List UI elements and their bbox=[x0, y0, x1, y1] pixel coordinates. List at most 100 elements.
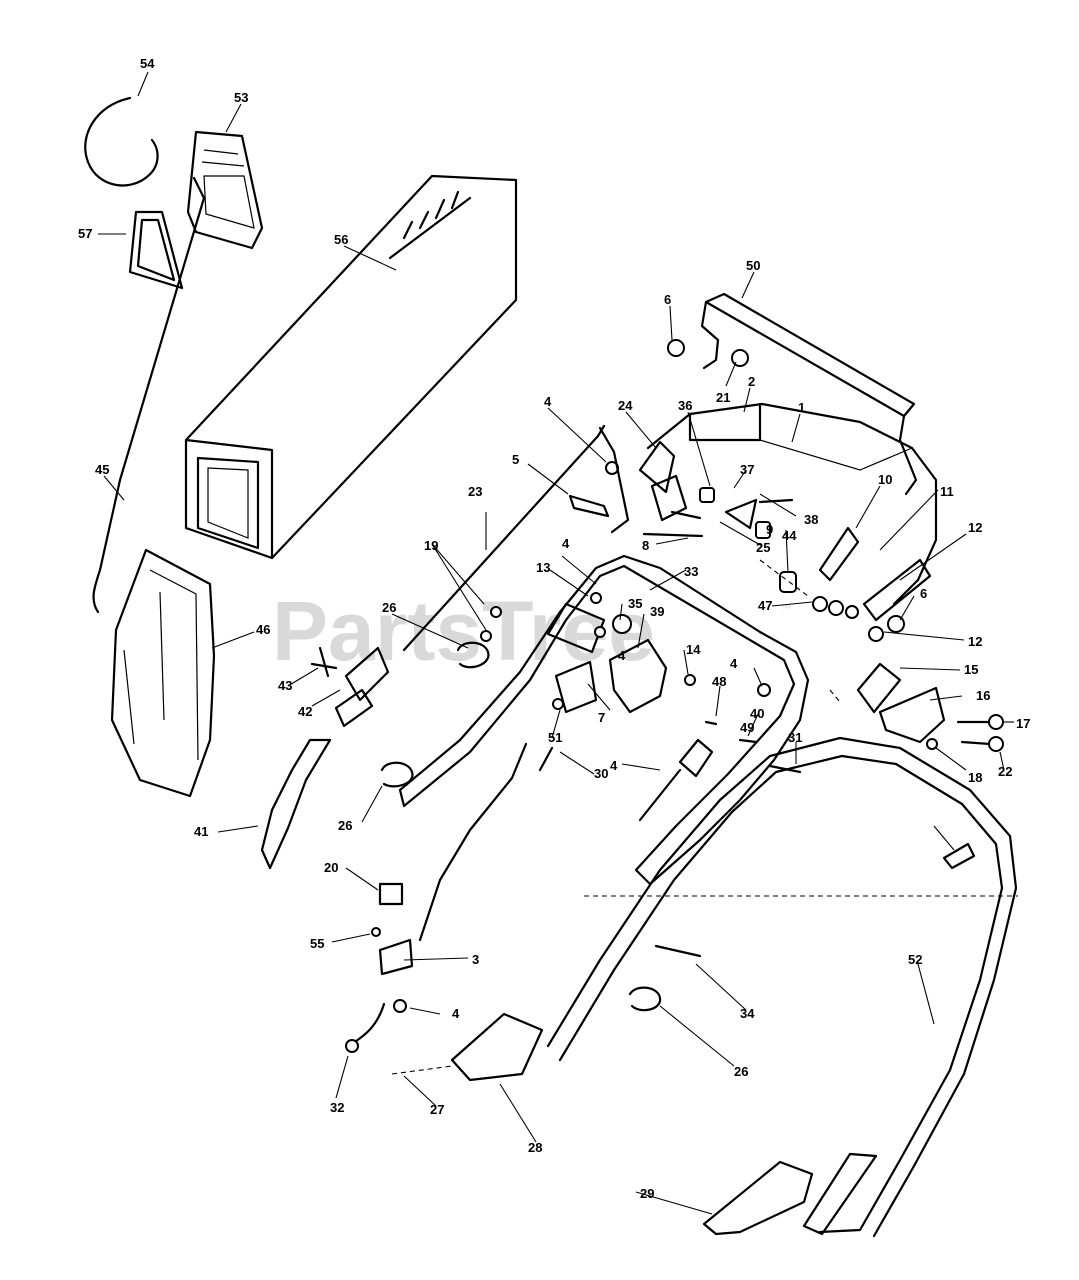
callout-4-b: 4 bbox=[562, 536, 570, 551]
callout-41: 41 bbox=[194, 824, 208, 839]
part-51-pin bbox=[704, 720, 718, 726]
callout-25: 25 bbox=[756, 540, 770, 555]
callout-54: 54 bbox=[140, 56, 155, 71]
callout-47: 14 bbox=[686, 642, 701, 657]
callout-28: 29 bbox=[640, 1186, 654, 1201]
callout-19-b: 26 bbox=[338, 818, 352, 833]
callout-42: 42 bbox=[298, 704, 312, 719]
part-52-clip bbox=[942, 842, 976, 870]
callout-15: 16 bbox=[976, 688, 990, 703]
callout-4-f: 4 bbox=[452, 1006, 460, 1021]
callout-56: 56 bbox=[334, 232, 348, 247]
part-46-deflector-chute bbox=[110, 548, 216, 798]
callout-37: 37 bbox=[740, 462, 754, 477]
callout-6-right: 6 bbox=[920, 586, 927, 601]
callout-29: 34 bbox=[740, 1006, 755, 1021]
callout-35: 39 bbox=[650, 604, 664, 619]
hardware-cluster-center bbox=[480, 592, 771, 714]
callout-4-e: 4 bbox=[610, 758, 618, 773]
callout-3: 32 bbox=[330, 1100, 344, 1115]
callout-43: 43 bbox=[278, 678, 292, 693]
part-19-clip-b bbox=[380, 761, 414, 788]
callout-17: 18 bbox=[968, 770, 982, 785]
callout-23: 19 bbox=[424, 538, 438, 553]
callout-34: 52 bbox=[908, 952, 922, 967]
callout-1: 1 bbox=[798, 400, 805, 415]
watermark-trademark: ™ bbox=[780, 603, 791, 615]
hardware-cluster-handle-pivot bbox=[856, 662, 1004, 752]
callout-44: 23 bbox=[468, 484, 482, 499]
part-54-retaining-ring bbox=[84, 96, 159, 187]
part-28-bracket bbox=[702, 1160, 814, 1236]
part-50-control-bar bbox=[700, 292, 918, 496]
callout-32: 27 bbox=[430, 1102, 444, 1117]
callout-6-mid: 9 bbox=[766, 522, 773, 537]
callout-2: 2 bbox=[748, 374, 755, 389]
leader-lines bbox=[98, 71, 1014, 1215]
callout-36: 36 bbox=[678, 398, 692, 413]
callout-53: 53 bbox=[234, 90, 248, 105]
callout-40: 49 bbox=[740, 720, 754, 735]
callout-11: 11 bbox=[940, 484, 954, 499]
part-53-bag-frame-bracket bbox=[186, 130, 264, 250]
callout-14: 15 bbox=[964, 662, 978, 677]
hardware-cluster-upper bbox=[568, 426, 794, 538]
part-48-lever bbox=[638, 738, 714, 822]
callout-50: 50 bbox=[746, 258, 760, 273]
callout-6-top: 6 bbox=[664, 292, 671, 307]
part-6-nut-top bbox=[667, 339, 685, 357]
hardware-cluster-right bbox=[755, 521, 932, 642]
part-29-bolt bbox=[654, 944, 702, 958]
watermark: PartsTree ™ bbox=[272, 584, 791, 678]
callout-20: 55 bbox=[310, 936, 324, 951]
callout-45: 45 bbox=[95, 462, 109, 477]
callout-26: 13 bbox=[536, 560, 550, 575]
callout-31: 30 bbox=[594, 766, 608, 781]
callout-46: 46 bbox=[256, 622, 270, 637]
callout-39: 33 bbox=[684, 564, 698, 579]
part-30-31-cable-switch bbox=[345, 742, 554, 1053]
callout-27: 28 bbox=[528, 1140, 542, 1155]
callout-30: 20 bbox=[324, 860, 338, 875]
callout-9: 44 bbox=[782, 528, 797, 543]
callout-8: 8 bbox=[642, 538, 649, 553]
callout-16: 17 bbox=[1016, 716, 1030, 731]
callout-labels: 54 53 57 56 45 46 43 42 41 50 6 21 2 1 4… bbox=[78, 56, 1030, 1201]
part-27-plate bbox=[450, 1012, 544, 1082]
callout-13: 35 bbox=[628, 596, 642, 611]
part-21-washer bbox=[731, 349, 749, 367]
callout-7: 51 bbox=[548, 730, 562, 745]
part-19-clip-a bbox=[456, 641, 490, 669]
callout-4-c: 4 bbox=[618, 648, 626, 663]
callout-38: 38 bbox=[804, 512, 818, 527]
callout-10: 10 bbox=[878, 472, 892, 487]
part-40-insert bbox=[738, 738, 758, 744]
callout-5: 5 bbox=[512, 452, 519, 467]
part-19-clip-c bbox=[628, 986, 662, 1012]
callout-4-d: 4 bbox=[730, 656, 738, 671]
callout-4-a: 4 bbox=[544, 394, 552, 409]
part-56-grass-bag bbox=[184, 174, 518, 560]
callout-22: 7 bbox=[598, 710, 605, 725]
callout-57: 57 bbox=[78, 226, 92, 241]
part-45-rod bbox=[92, 176, 206, 614]
callout-33: 47 bbox=[758, 598, 772, 613]
callout-12-a: 12 bbox=[968, 520, 982, 535]
part-39-lower-handle bbox=[398, 554, 810, 886]
part-32-spring bbox=[391, 1065, 453, 1075]
assembly-dashed-lines bbox=[584, 559, 1018, 897]
part-49-bolt bbox=[768, 764, 802, 774]
callout-19-c: 26 bbox=[734, 1064, 748, 1079]
callout-18: 22 bbox=[998, 764, 1012, 779]
callout-24: 24 bbox=[618, 398, 633, 413]
part-57-spring-clip bbox=[128, 210, 184, 290]
callout-21: 21 bbox=[716, 390, 730, 405]
callout-19-a: 26 bbox=[382, 600, 396, 615]
callout-49: 31 bbox=[788, 730, 802, 745]
part-41-43-latch-assembly bbox=[260, 646, 390, 870]
callout-12-b: 12 bbox=[968, 634, 982, 649]
callout-51: 48 bbox=[712, 674, 726, 689]
part-34-main-handle bbox=[546, 736, 1018, 1238]
